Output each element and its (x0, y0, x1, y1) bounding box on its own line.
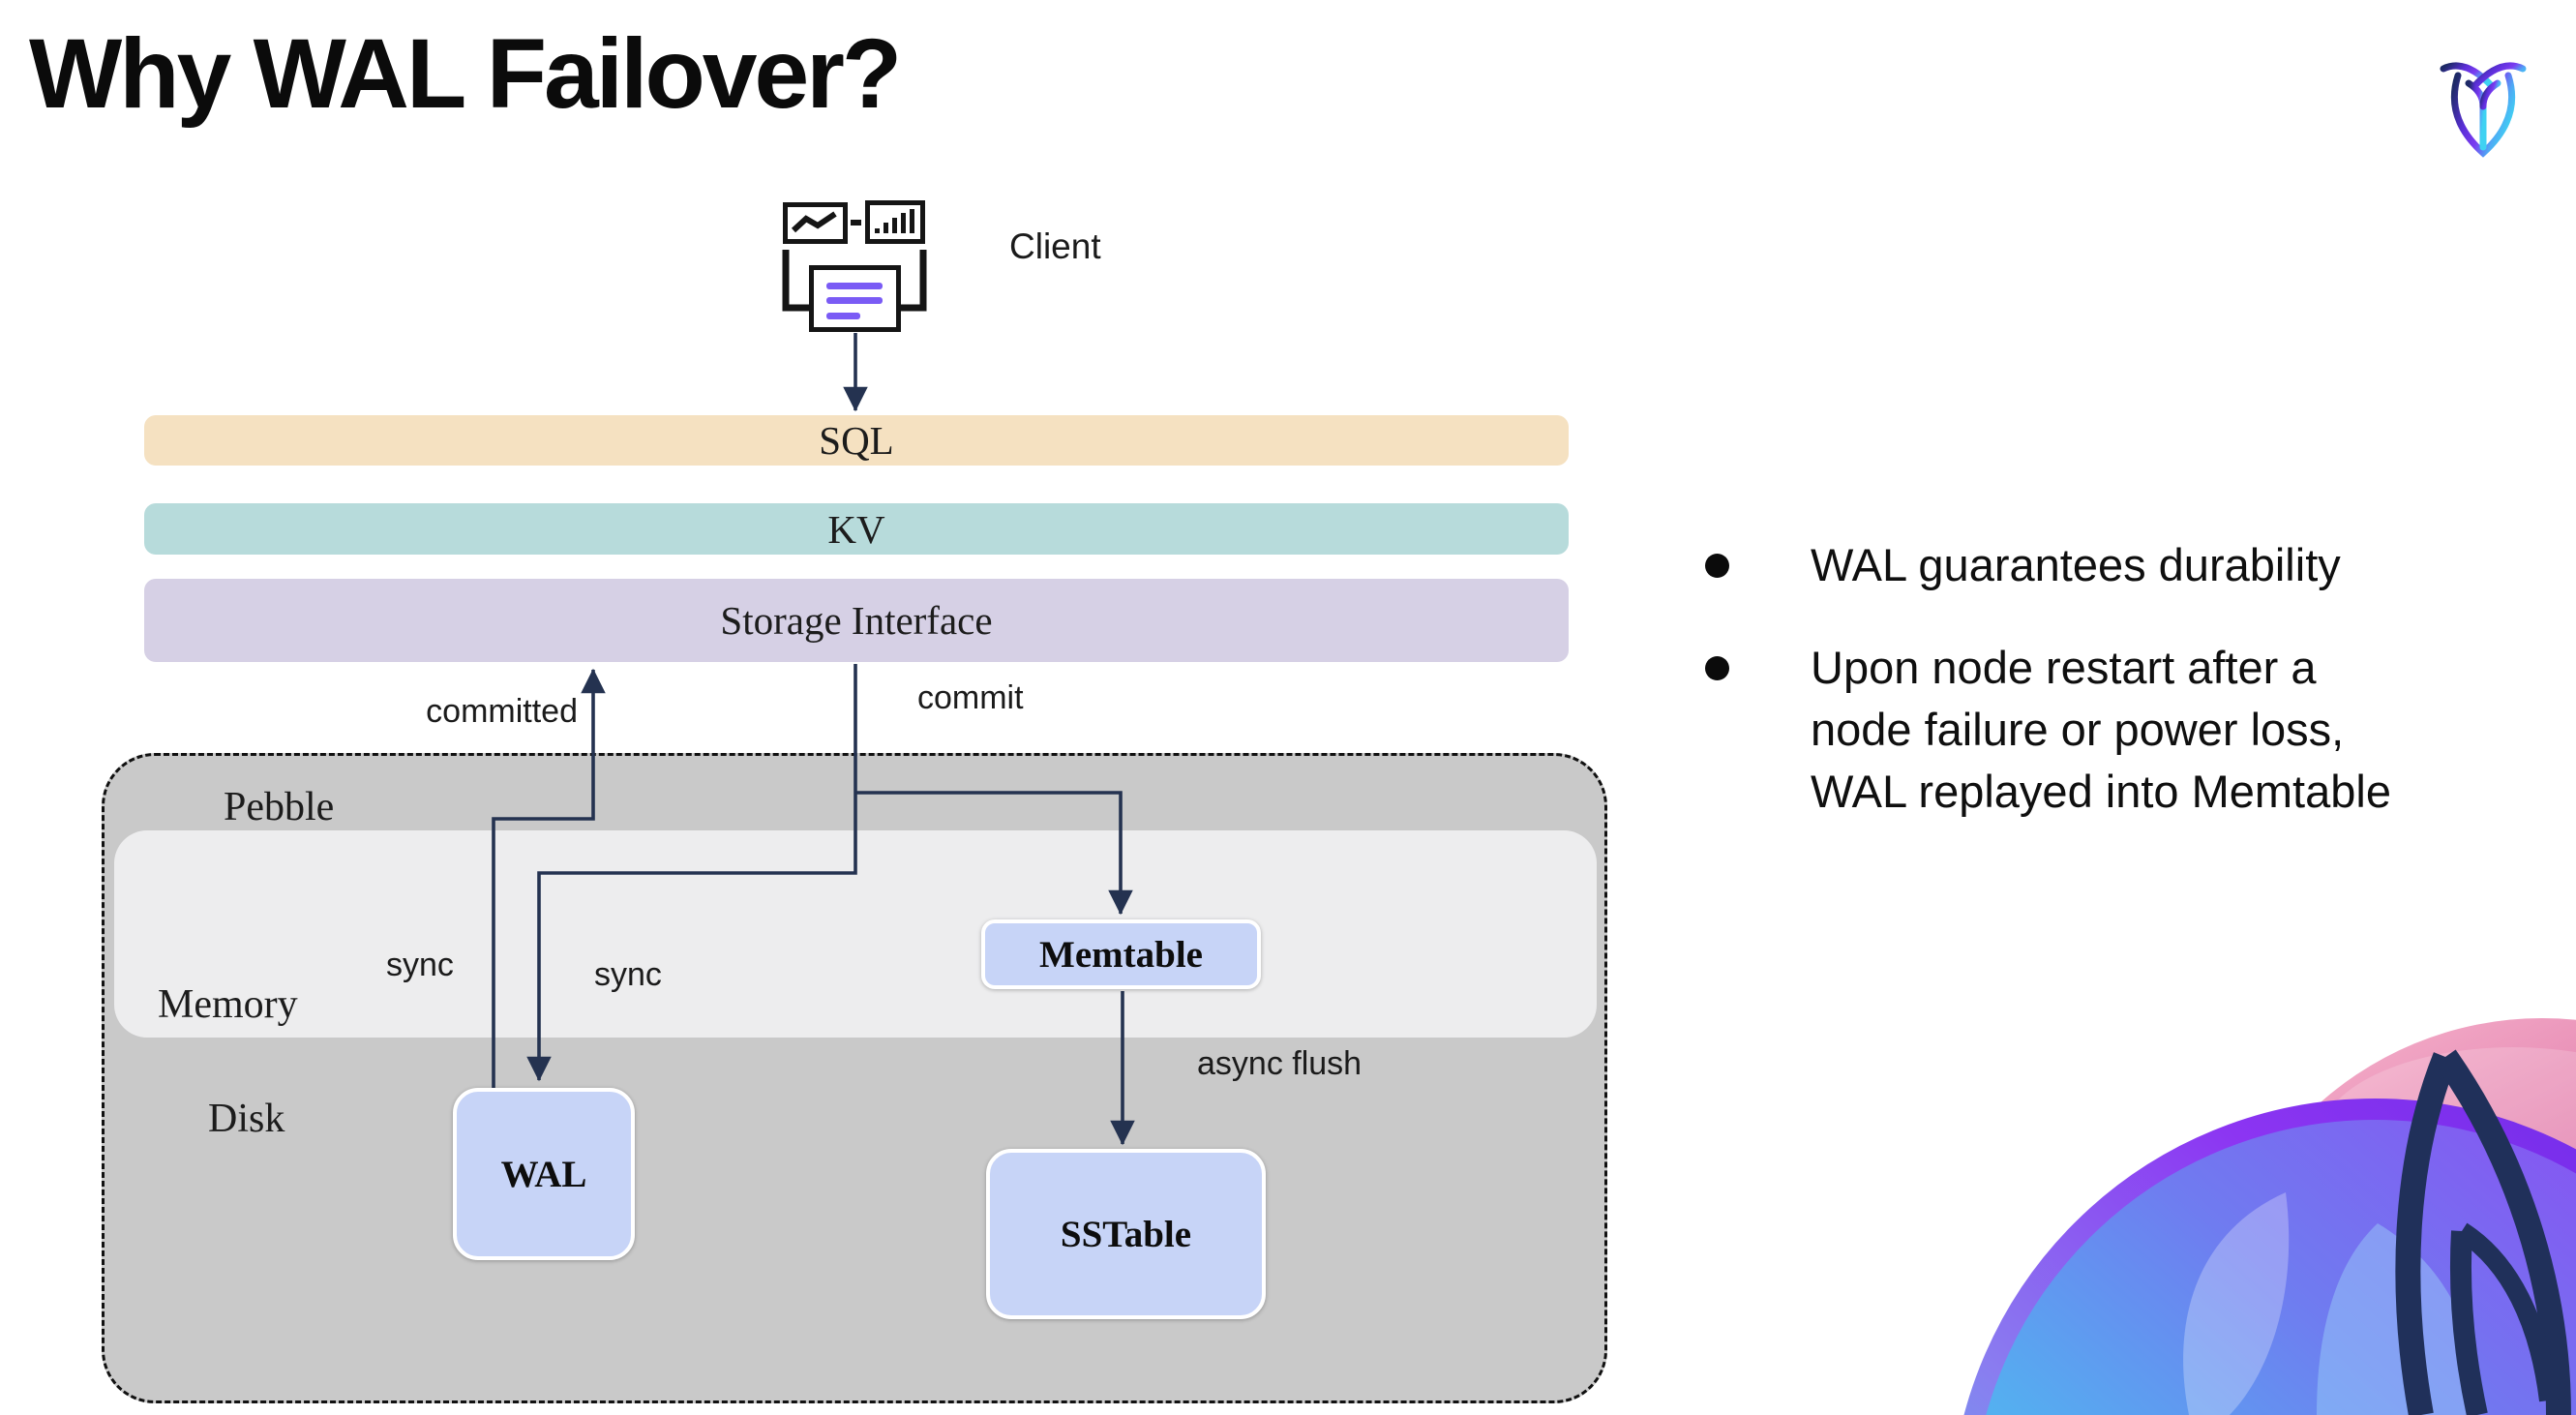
logo-antenna-right (2471, 62, 2527, 90)
node-wal: WAL (453, 1088, 635, 1260)
slide-title: Why WAL Failover? (29, 18, 902, 129)
node-sstable: SSTable (986, 1149, 1266, 1319)
pebble-label: Pebble (224, 785, 335, 829)
edge-label-committed: committed (426, 693, 578, 730)
leaf-fill (2317, 1223, 2476, 1415)
bracket-right-icon (890, 250, 927, 312)
edge-label-async-flush: async flush (1197, 1045, 1363, 1082)
bar-chart-icon (865, 200, 925, 244)
layer-storage-label: Storage Interface (720, 598, 993, 643)
memtable-label: Memtable (1039, 933, 1203, 976)
bullet-list: WAL guarantees durability Upon node rest… (1705, 534, 2557, 863)
wal-label: WAL (500, 1153, 587, 1195)
layer-storage-interface: Storage Interface (144, 579, 1569, 662)
bullet-item: WAL guarantees durability (1705, 534, 2557, 596)
bullet-text: WAL guarantees durability (1811, 539, 2341, 590)
bullet-item: Upon node restart after a node failure o… (1705, 637, 2557, 823)
sstable-label: SSTable (1060, 1213, 1192, 1255)
roach-leaf-outline (2395, 1049, 2571, 1415)
layer-sql: SQL (144, 415, 1569, 466)
line-chart-icon (783, 202, 848, 244)
bracket-left-icon (782, 250, 819, 312)
dash-connector (851, 220, 861, 226)
document-icon (809, 265, 901, 332)
logo-body (2450, 72, 2516, 158)
client-label: Client (1009, 226, 1101, 266)
layer-sql-label: SQL (819, 418, 894, 463)
edge-label-commit: commit (917, 679, 1024, 716)
bullet-dot-icon (1705, 656, 1729, 680)
leaf-highlight (2183, 1192, 2290, 1415)
layer-kv: KV (144, 503, 1569, 555)
edge-label-sync-up: sync (386, 947, 454, 983)
brand-artwork (1963, 1018, 2576, 1415)
bullet-text: Upon node restart after a node failure o… (1811, 642, 2391, 817)
edge-label-sync-down: sync (594, 956, 662, 993)
logo-antenna-left (2440, 62, 2496, 90)
disk-label: Disk (208, 1097, 285, 1141)
memory-label: Memory (158, 982, 298, 1027)
memory-band (114, 830, 1597, 1038)
bullet-dot-icon (1705, 554, 1729, 578)
node-memtable: Memtable (981, 919, 1261, 989)
cockroachdb-logo-icon (2440, 62, 2527, 158)
logo-leaf-stem-right (2479, 79, 2501, 110)
layer-kv-label: KV (827, 506, 885, 552)
